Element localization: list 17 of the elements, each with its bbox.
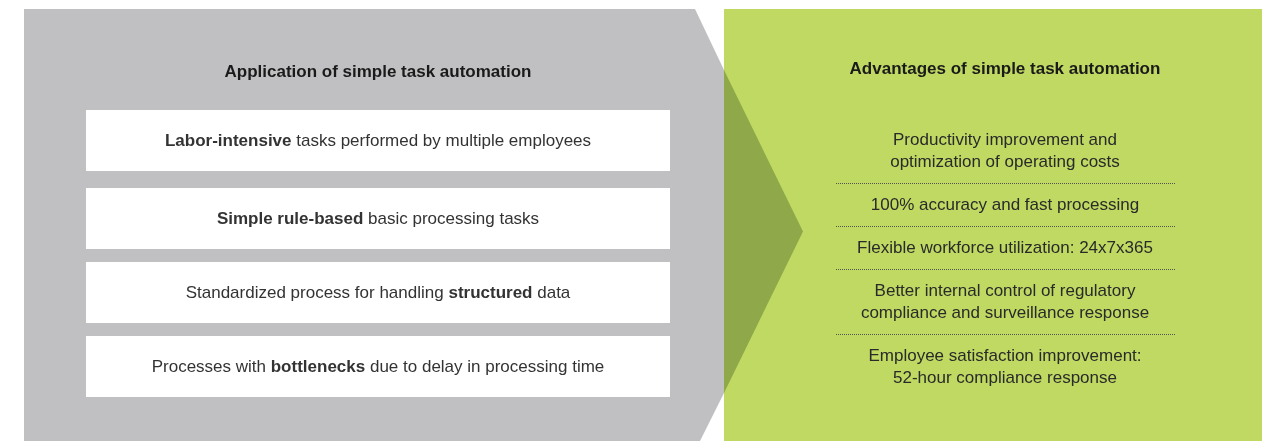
task-box <box>86 110 670 171</box>
advantage-text: 100% accuracy and fast processing <box>869 193 1141 216</box>
task-box <box>86 336 670 397</box>
task-text: Processes with bottlenecks due to delay in processing time <box>151 355 605 378</box>
task-text: Simple rule-based basic processing tasks <box>216 207 540 230</box>
advantages-panel <box>724 9 1262 441</box>
task-box <box>86 262 670 323</box>
chevron-panel <box>24 9 724 441</box>
advantage-text: Better internal control of regulatory compliance and surveillance response <box>859 279 1151 324</box>
task-text: Labor-intensive tasks performed by multiple employees <box>164 129 592 152</box>
panel-heading: Advantages of simple task automation <box>849 58 1161 80</box>
panel-heading: Application of simple task automation <box>224 62 532 81</box>
task-box <box>86 188 670 249</box>
task-text: Standardized process for handling structured data <box>185 281 571 304</box>
advantage-text: Employee satisfaction improvement: 52-hour compliance response <box>867 344 1143 389</box>
advantage-text: Productivity improvement and optimization of operating costs <box>889 128 1121 173</box>
advantage-text: Flexible workforce utilization: 24x7x365 <box>856 236 1154 259</box>
